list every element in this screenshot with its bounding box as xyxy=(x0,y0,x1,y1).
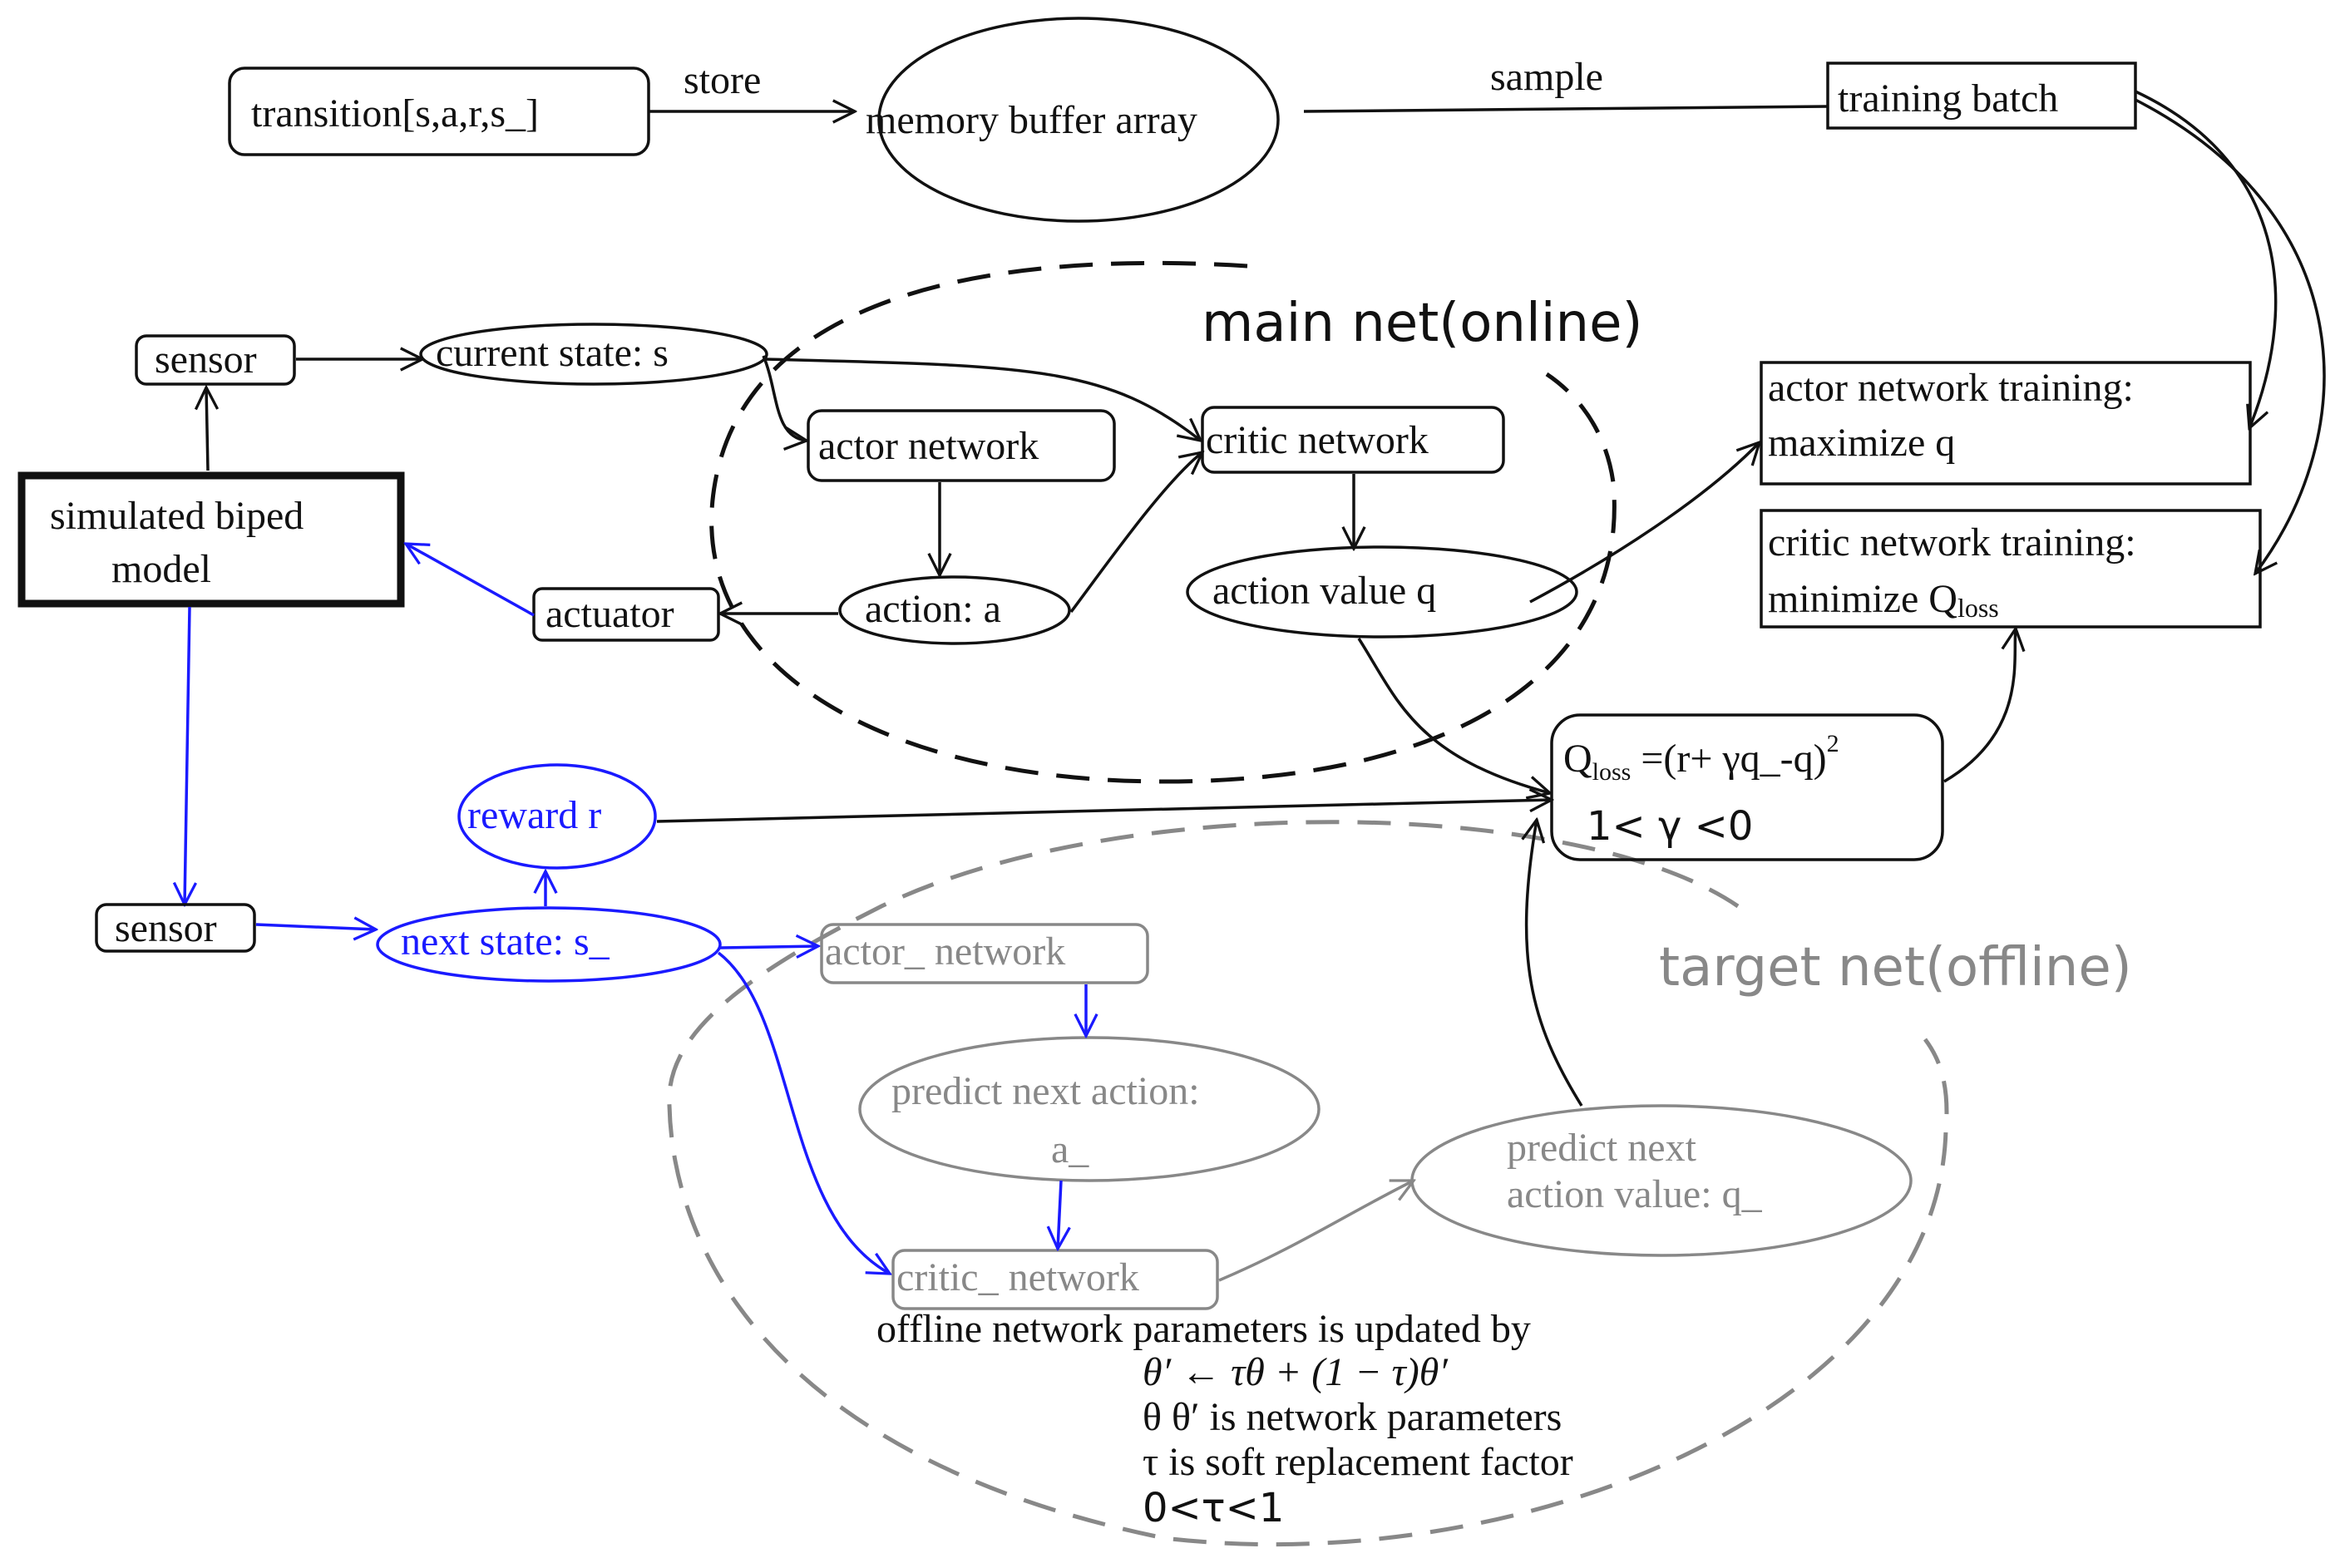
simulated-biped-label-line1: simulated biped xyxy=(50,494,304,538)
main-net-region xyxy=(709,260,1617,784)
critic-target-to-predict-value-edge xyxy=(1218,1181,1414,1282)
predict-next-action-label-line2: a_ xyxy=(1051,1127,1089,1171)
biped-to-sensor-edge xyxy=(206,387,208,471)
actor-target-label: actor_ network xyxy=(825,929,1065,974)
training-batch-box xyxy=(1826,62,2137,130)
actuator-label: actuator xyxy=(545,592,674,636)
sensor-bottom-label: sensor xyxy=(115,906,217,950)
training-batch-label: training batch xyxy=(1838,76,2058,121)
sample-edge xyxy=(1303,105,1829,113)
predict-value-to-qloss-edge xyxy=(1527,820,1583,1107)
sensor-top-box xyxy=(135,334,296,386)
actor-target-box xyxy=(820,923,1149,984)
value-to-qloss-edge xyxy=(1357,638,1550,793)
memory-buffer-node xyxy=(877,17,1280,223)
note-line-1: offline network parameters is updated by xyxy=(876,1307,1531,1351)
action-node xyxy=(838,575,1071,645)
transition-label: transition[s,a,r,s_] xyxy=(251,91,539,136)
actor-training-label-line2: maximize q xyxy=(1768,421,1955,465)
actor-training-label-line1: actor network training: xyxy=(1768,366,2134,410)
critic-target-label: critic_ network xyxy=(896,1255,1139,1299)
sensor-bottom-box xyxy=(95,903,256,953)
critic-network-label: critic network xyxy=(1206,418,1429,462)
note-line-2: θ′ ← τθ + (1 − τ)θ′ xyxy=(1143,1350,1449,1394)
actor-training-box xyxy=(1760,361,2252,486)
current-state-label: current state: s xyxy=(436,331,669,375)
reward-node xyxy=(457,763,657,870)
predict-next-value-label-line2: action value: q_ xyxy=(1507,1172,1763,1216)
predict-next-action-label-line1: predict next action: xyxy=(891,1069,1200,1113)
simulated-biped-label-line2: model xyxy=(111,547,211,591)
next-state-label: next state: s_ xyxy=(401,920,610,964)
target-net-region xyxy=(667,820,1949,1547)
sensor-to-next-state-edge xyxy=(255,925,376,929)
next-state-node xyxy=(376,906,722,983)
reward-label: reward r xyxy=(467,793,601,837)
sensor-top-label: sensor xyxy=(155,338,257,382)
batch-to-actor-training-edge xyxy=(2135,90,2278,428)
biped-to-sensor-bottom-edge xyxy=(185,606,190,905)
memory-buffer-label: memory buffer array xyxy=(866,98,1197,142)
target-net-title: target net(offline) xyxy=(1659,937,2132,998)
simulated-biped-box xyxy=(17,471,405,608)
critic-training-label-line1: critic network training: xyxy=(1768,520,2136,565)
sample-label: sample xyxy=(1490,55,1603,99)
critic-training-label-line2: minimize Qloss xyxy=(1768,577,1999,623)
note-line-4: τ is soft replacement factor xyxy=(1143,1440,1573,1484)
actor-network-label: actor network xyxy=(818,424,1039,468)
main-net-title: main net(online) xyxy=(1202,293,1642,354)
actuator-to-biped-edge xyxy=(406,544,535,617)
note-line-5: 0<τ<1 xyxy=(1143,1485,1284,1531)
qloss-gamma-range: 1< γ <0 xyxy=(1587,803,1753,850)
value-to-actor-training-edge xyxy=(1529,442,1760,604)
action-label: action: a xyxy=(865,587,1001,631)
action-value-label: action value q xyxy=(1212,569,1436,613)
next-state-to-actor-target-edge xyxy=(719,946,818,948)
qloss-to-critic-training-edge xyxy=(1943,629,2016,783)
predict-action-to-critic-target-edge xyxy=(1058,1180,1061,1249)
state-to-actor-edge xyxy=(762,355,807,441)
note-line-3: θ θ′ is network parameters xyxy=(1143,1395,1562,1439)
qloss-formula: Qloss =(r+ γq_-q)2 xyxy=(1563,730,1839,786)
reward-to-qloss-edge xyxy=(656,800,1552,823)
batch-to-critic-training-edge xyxy=(2135,98,2326,574)
store-label: store xyxy=(684,58,761,102)
next-state-to-critic-target-edge xyxy=(717,951,890,1274)
predict-next-value-label-line1: predict next xyxy=(1507,1126,1697,1170)
action-to-critic-edge xyxy=(1069,452,1202,614)
action-value-node xyxy=(1186,545,1578,639)
state-to-critic-edge xyxy=(764,357,1201,441)
